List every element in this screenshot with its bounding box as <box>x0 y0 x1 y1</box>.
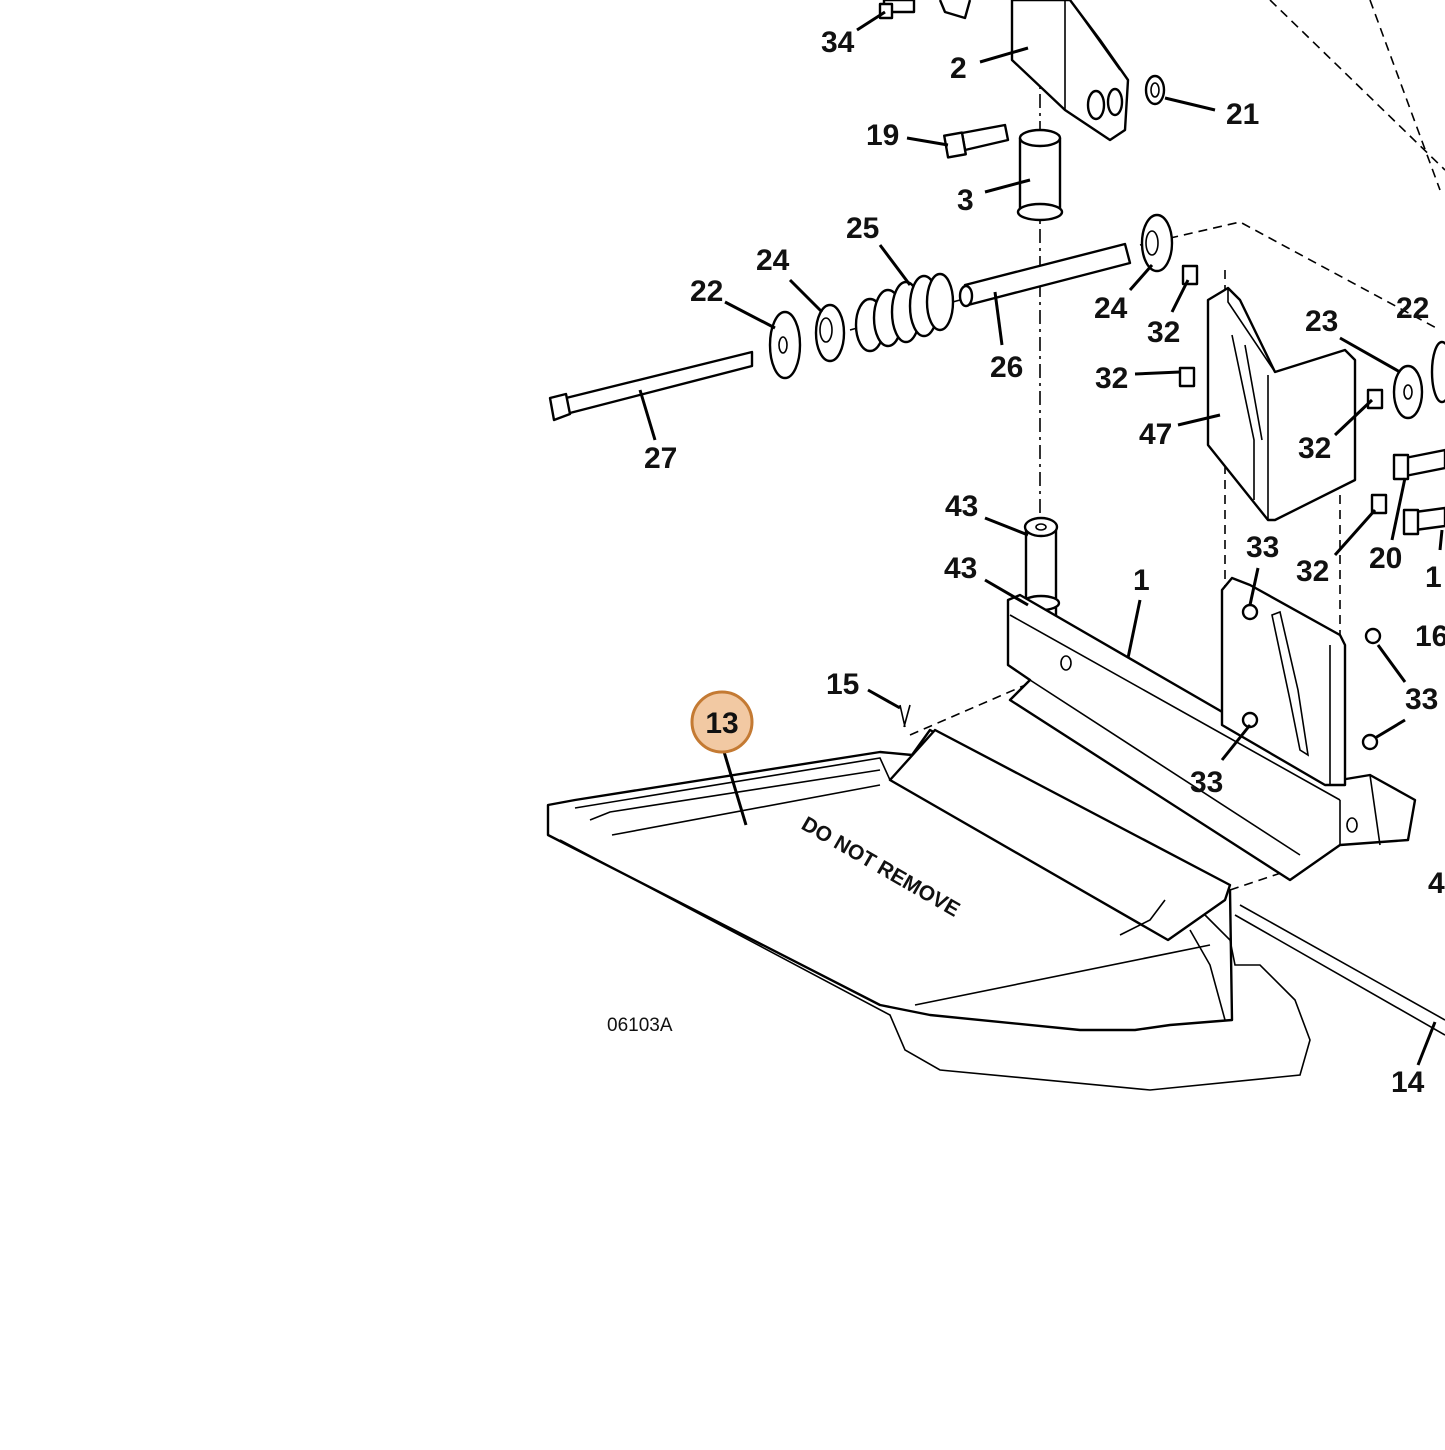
callout-43-b: 43 <box>944 552 977 585</box>
callout-33-c: 33 <box>1190 766 1223 799</box>
callout-17-partial: 1 <box>1425 561 1442 594</box>
callout-22-right: 22 <box>1396 292 1429 325</box>
callout-16: 16 <box>1415 620 1445 653</box>
bolt-part-34 <box>878 0 916 20</box>
callout-32-c: 32 <box>1298 432 1331 465</box>
callout-22-left: 22 <box>690 275 723 308</box>
callout-13: 13 <box>705 707 738 740</box>
callout-26: 26 <box>990 351 1023 384</box>
callout-32-d: 32 <box>1296 555 1329 588</box>
callout-24-left: 24 <box>756 244 790 277</box>
callout-20: 20 <box>1369 542 1402 575</box>
callout-32-b: 32 <box>1095 362 1128 395</box>
callout-33-b: 33 <box>1405 683 1438 716</box>
bushing-part-3 <box>1016 128 1064 222</box>
callout-21: 21 <box>1226 98 1259 131</box>
highlighted-callout-13[interactable]: 13 <box>690 690 754 754</box>
figure-reference-code: 06103A <box>607 1015 673 1036</box>
callout-3: 3 <box>957 184 974 217</box>
bracket-part-47 <box>1206 286 1357 522</box>
washer-part-23 <box>1392 340 1445 420</box>
bolts-part-20 <box>1392 448 1445 536</box>
leader-lines <box>638 10 1444 1066</box>
callout-32-a: 32 <box>1147 316 1180 349</box>
callout-19: 19 <box>866 119 899 152</box>
nuts-part-33 <box>1241 603 1382 751</box>
callout-4-partial: 4 <box>1428 867 1445 900</box>
bolts-part-32 <box>1178 264 1388 515</box>
callout-43-a: 43 <box>945 490 978 523</box>
clip-part-15 <box>899 704 911 728</box>
callout-47: 47 <box>1139 418 1172 451</box>
nut-part-21 <box>1144 74 1166 106</box>
callout-1: 1 <box>1133 564 1150 597</box>
callout-15: 15 <box>826 668 859 701</box>
callout-14: 14 <box>1391 1066 1425 1099</box>
slot-bracket <box>1220 576 1347 787</box>
callout-2: 2 <box>950 52 967 85</box>
callout-34: 34 <box>821 26 855 59</box>
shaft-part-26 <box>958 242 1132 308</box>
callout-labels: 34 2 21 19 3 25 24 22 24 26 27 32 32 23 … <box>644 26 1445 1099</box>
callout-24-right: 24 <box>1094 292 1128 325</box>
callout-23: 23 <box>1305 305 1338 338</box>
washer-part-22-left <box>768 310 802 380</box>
bracket-part-2 <box>938 0 1130 142</box>
bolt-part-27 <box>548 350 754 422</box>
spacer-part-24-right <box>1140 213 1174 273</box>
deflector-part-13: DO NOT REMOVE <box>546 728 1445 1091</box>
callout-25: 25 <box>846 212 879 245</box>
spacer-part-24-left <box>814 303 846 363</box>
spring-part-25 <box>854 272 955 353</box>
callout-33-a: 33 <box>1246 531 1279 564</box>
bolt-part-19 <box>943 123 1010 159</box>
callout-27: 27 <box>644 442 677 475</box>
